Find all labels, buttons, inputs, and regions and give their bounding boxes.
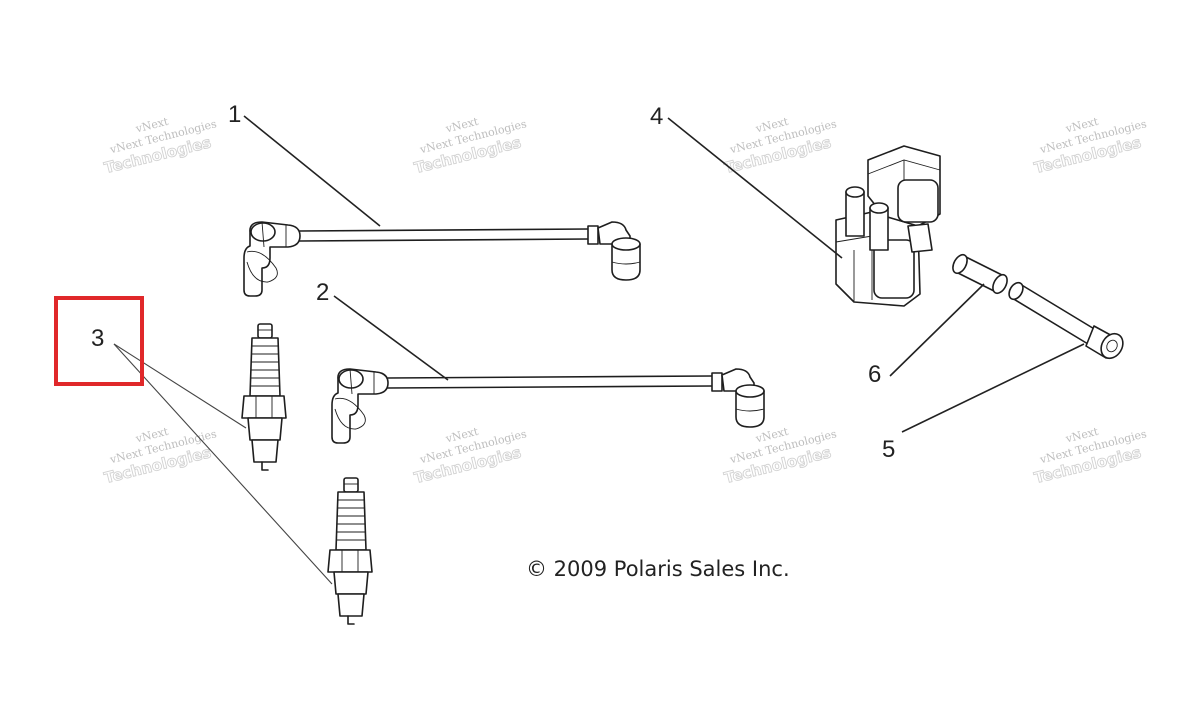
copyright-text: © 2009 Polaris Sales Inc.: [526, 557, 790, 581]
callout-3-highlight: [54, 296, 144, 386]
callout-2[interactable]: 2: [316, 279, 329, 306]
watermark: vNext vNext Technologies Technologies: [722, 425, 838, 488]
spacer-sleeve[interactable]: [950, 252, 1010, 295]
callout-1[interactable]: 1: [228, 101, 241, 128]
spark-plug-wire-2[interactable]: [331, 368, 765, 444]
callout-3[interactable]: 3: [91, 325, 104, 352]
watermark: vNext vNext Technologies Technologies: [1032, 115, 1148, 178]
callout-5[interactable]: 5: [882, 436, 895, 463]
watermark: vNext vNext Technologies Technologies: [722, 115, 838, 178]
watermark: vNext vNext Technologies Technologies: [102, 115, 218, 178]
ignition-coil[interactable]: [835, 145, 941, 307]
mounting-bolt[interactable]: [1006, 280, 1127, 362]
watermark: vNext vNext Technologies Technologies: [412, 425, 528, 488]
spark-plug-wire-1[interactable]: [243, 221, 641, 297]
callout-4[interactable]: 4: [650, 103, 663, 130]
callout-6[interactable]: 6: [868, 361, 881, 388]
watermark: vNext vNext Technologies Technologies: [412, 115, 528, 178]
spark-plug-upper[interactable]: [241, 323, 287, 471]
watermark: vNext vNext Technologies Technologies: [1032, 425, 1148, 488]
leader-lines: [113, 115, 1085, 585]
spark-plug-lower[interactable]: [327, 477, 373, 625]
watermark: vNext vNext Technologies Technologies: [102, 425, 218, 488]
